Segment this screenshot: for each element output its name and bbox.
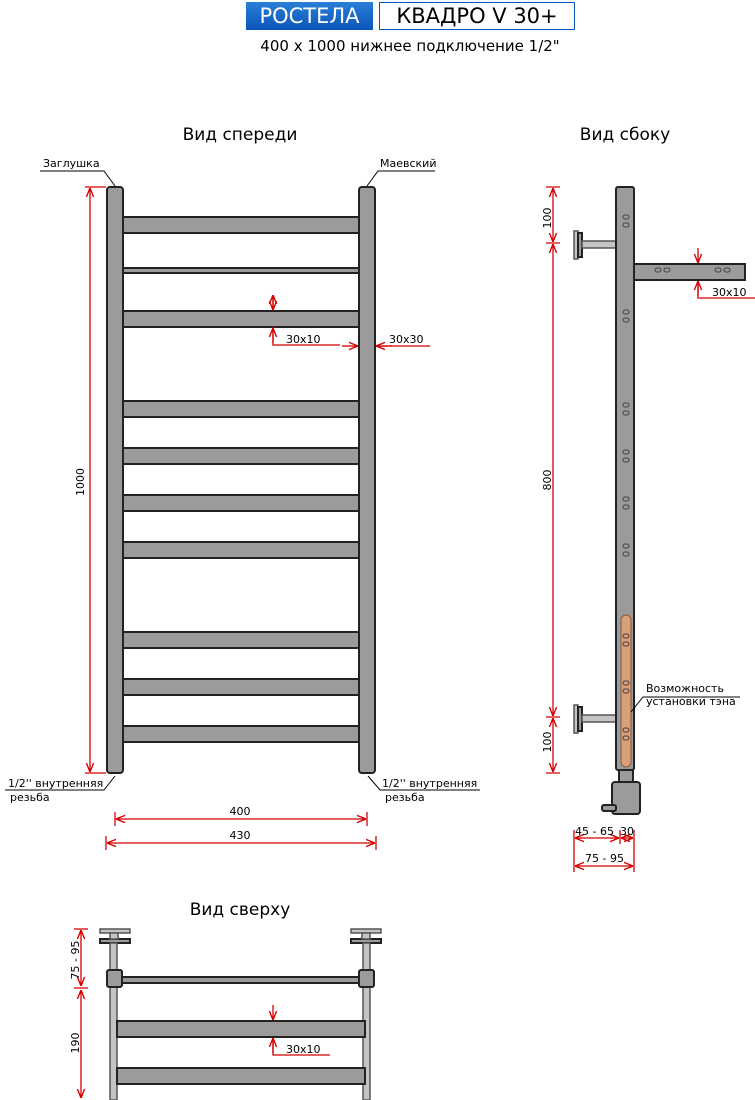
- side-top-offset: 100: [541, 208, 554, 229]
- heater-label-2: установки тэна: [646, 695, 736, 708]
- thread-right-2: резьба: [385, 791, 425, 804]
- front-bars: [120, 216, 362, 743]
- thread-left-1: 1/2'' внутренняя: [8, 777, 103, 790]
- thread-left-2: резьба: [10, 791, 50, 804]
- heater-label-1: Возможность: [646, 682, 724, 695]
- thread-right-1: 1/2'' внутренняя: [382, 777, 477, 790]
- total-depth-label: 75 - 95: [585, 852, 624, 865]
- side-bar-size-label: 30x10: [712, 286, 747, 299]
- top-view-title: Вид сверху: [190, 900, 291, 920]
- front-view-title: Вид спереди: [183, 125, 298, 145]
- side-view-title: Вид сбоку: [580, 125, 670, 145]
- rail-depth-label: 30: [620, 825, 634, 838]
- label-mayevsky: Маевский: [380, 157, 436, 170]
- top-wall-distance: 75 - 95: [69, 941, 82, 980]
- brand-logo: РОСТЕЛА: [246, 2, 373, 30]
- wall-distance-label: 45 - 65: [575, 825, 614, 838]
- heater-connector: [618, 769, 634, 783]
- subtitle: 400 x 1000 нижнее подключение 1/2": [260, 37, 560, 55]
- top-bar-size-label: 30x10: [286, 1043, 321, 1056]
- top-rod: [119, 976, 364, 984]
- top-view: Вид сверху 30x10 75 - 95 190: [69, 900, 382, 1100]
- top-bar: [116, 1067, 366, 1085]
- rail-size-label: 30x30: [389, 333, 424, 346]
- side-view: Вид сбоку 30x10: [541, 125, 755, 872]
- height-label: 1000: [74, 468, 87, 496]
- top-depth: 190: [69, 1033, 82, 1054]
- side-bottom-offset: 100: [541, 732, 554, 753]
- label-plug: Заглушка: [43, 157, 100, 170]
- side-middle: 800: [541, 470, 554, 491]
- left-rail: [106, 186, 124, 774]
- center-distance-label: 400: [230, 805, 251, 818]
- heater-box: [611, 781, 641, 815]
- model-name: КВАДРО V 30+: [379, 2, 575, 30]
- right-rail: [358, 186, 376, 774]
- top-bar: [116, 1020, 366, 1038]
- bar-size-label: 30x10: [286, 333, 321, 346]
- towel-rod: [114, 267, 368, 274]
- front-view: Вид спереди Заглушка Маевский 30x10 30x3…: [5, 125, 480, 850]
- total-width-label: 430: [230, 829, 251, 842]
